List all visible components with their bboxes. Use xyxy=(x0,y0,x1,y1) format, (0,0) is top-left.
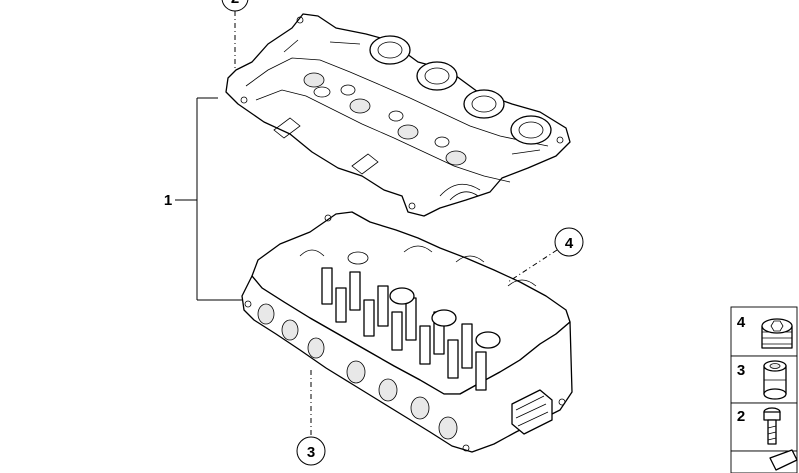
callout-cover-label: 2 xyxy=(231,0,239,7)
bushing-icon xyxy=(763,360,787,400)
plug-screw-icon xyxy=(761,318,793,349)
cylinder-head-cover[interactable] xyxy=(225,13,571,217)
callout-cover[interactable]: 2 xyxy=(221,0,249,72)
callout-gasket[interactable]: 4 xyxy=(507,227,584,283)
legend-item-2-number: 2 xyxy=(737,408,745,425)
bolt-icon xyxy=(763,407,781,445)
callout-assembly[interactable]: 1 xyxy=(164,192,172,209)
gasket-icon xyxy=(769,449,798,471)
callout-head[interactable]: 3 xyxy=(296,370,326,466)
legend-item-3[interactable]: 3 xyxy=(730,355,798,404)
cylinder-head[interactable] xyxy=(241,211,573,453)
legend-item-2[interactable]: 2 xyxy=(730,402,798,452)
callout-gasket-label: 4 xyxy=(565,235,574,252)
legend-item-3-number: 3 xyxy=(737,362,745,379)
parts-legend: 4 3 2 xyxy=(730,306,798,473)
leader-line-gasket xyxy=(507,249,558,283)
assembly-bracket xyxy=(175,97,242,301)
legend-item-extra xyxy=(730,449,798,473)
legend-item-4[interactable]: 4 xyxy=(730,306,798,357)
legend-item-4-number: 4 xyxy=(737,314,746,331)
callout-head-label: 3 xyxy=(307,444,315,461)
